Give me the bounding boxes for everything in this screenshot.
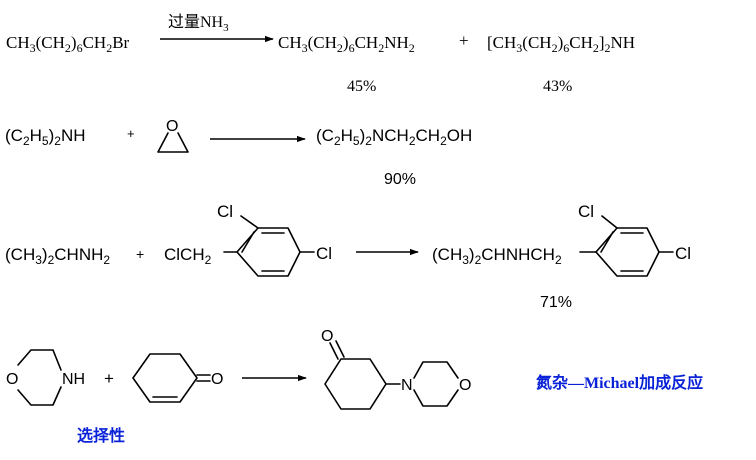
ortho-chlorine-atom: Cl [217, 202, 233, 221]
morpholine-oxygen-atom: O [6, 371, 18, 388]
ring-double-bond [241, 231, 255, 253]
diethylamine-formula: (C2H5)2NH [5, 126, 86, 148]
para-chlorine-atom: Cl [675, 244, 691, 263]
plus-sign: + [459, 31, 469, 50]
dichlorobenzyl-isopropylamine-structure: (CH3)2CHNHCH2 Cl Cl [432, 202, 691, 277]
ketone-double-bond [335, 340, 345, 358]
cyclohexenone-ring [132, 353, 198, 403]
morpholine-nh-group: NH [62, 371, 85, 388]
reaction-4: O NH + O O N O 氮杂—Michael加成反应 选择性 [6, 328, 703, 445]
morpholine-nitrogen-atom: N [401, 377, 413, 394]
morpholine-upper-bonds [413, 361, 459, 379]
yield-dioctylamine: 43% [543, 78, 572, 95]
yield-reaction-2: 90% [384, 171, 416, 188]
morpholine-upper-bonds [17, 349, 62, 371]
morpholine-ring-oxygen-atom: O [459, 377, 471, 394]
ortho-chlorine-atom: Cl [578, 202, 594, 221]
morpholine-lower-bonds [413, 389, 459, 407]
cyclohexenone-structure: O [132, 353, 223, 403]
morpholine-lower-bonds [17, 386, 62, 406]
chloromethyl-group: ClCH2 [164, 245, 212, 267]
ethylene-oxide-structure: O [157, 118, 189, 153]
reaction-2: (C2H5)2NH + O (C2H5)2NCH2CH2OH 90% [5, 118, 472, 188]
octyl-bromide-formula: CH3(CH2)6CH2Br [6, 33, 130, 55]
para-chlorine-atom: Cl [316, 244, 332, 263]
morpholine-structure: O NH [6, 349, 85, 406]
octylamine-formula: CH3(CH2)6CH2NH2 [278, 33, 415, 55]
epoxide-ring-bonds [157, 132, 189, 153]
plus-sign: + [127, 126, 135, 141]
plus-sign: + [136, 246, 144, 262]
isopropylamine-formula: (CH3)2CHNH2 [5, 245, 110, 267]
epoxide-oxygen-atom: O [166, 118, 178, 135]
ketone-oxygen-atom: O [321, 328, 333, 345]
dichlorobenzyl-chloride-structure: ClCH2 Cl Cl [164, 202, 332, 277]
plus-sign: + [104, 369, 114, 388]
ortho-chlorine-bond [240, 215, 259, 229]
ketone-double-bond [329, 342, 339, 360]
excess-ammonia-reagent: 过量NH3 [168, 13, 229, 34]
ortho-chlorine-bond [601, 215, 618, 229]
yield-octylamine: 45% [347, 78, 376, 95]
cyclohexanone-ring [324, 358, 387, 410]
yield-reaction-3: 71% [540, 294, 572, 311]
selectivity-label: 选择性 [77, 426, 125, 445]
reaction-3: (CH3)2CHNH2 + ClCH2 Cl Cl (CH3)2CHNHCH2 [5, 202, 691, 311]
morpholinocyclohexanone-structure: O N O [321, 328, 471, 410]
isopropylaminomethyl-group: (CH3)2CHNHCH2 [432, 245, 562, 267]
diethylaminoethanol-formula: (C2H5)2NCH2CH2OH [316, 126, 472, 148]
ring-double-bond [600, 231, 614, 253]
enone-oxygen-atom: O [211, 371, 223, 388]
benzene-ring [236, 227, 301, 277]
aza-michael-addition-label: 氮杂—Michael加成反应 [536, 373, 703, 392]
reaction-1: CH3(CH2)6CH2Br 过量NH3 CH3(CH2)6CH2NH2 + [… [6, 13, 635, 95]
benzene-ring [595, 227, 660, 277]
dioctylamine-formula: [CH3(CH2)6CH2]2NH [487, 33, 635, 55]
